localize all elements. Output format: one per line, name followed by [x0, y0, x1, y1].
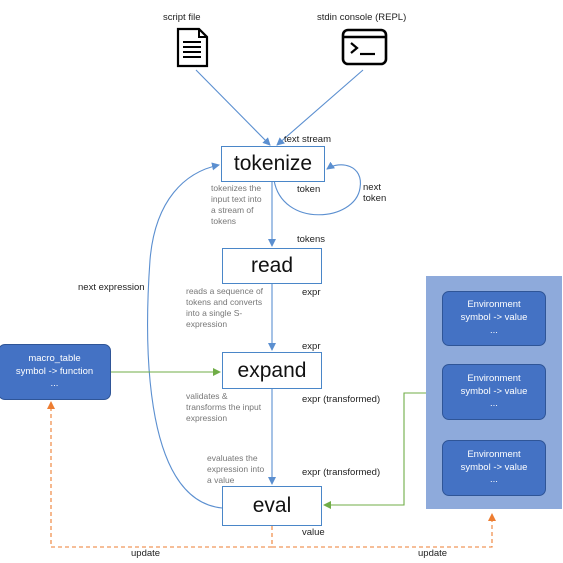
- tokenize-description: tokenizes the input text into a stream o…: [211, 183, 262, 227]
- expr-read-label: expr: [302, 287, 321, 298]
- document-icon: [176, 27, 209, 68]
- environment-box: Environment symbol -> value ...: [442, 291, 546, 346]
- read-stage: read: [222, 248, 322, 284]
- stdin-console-label: stdin console (REPL): [317, 12, 407, 23]
- macro-table-box: macro_table symbol -> function ...: [0, 344, 111, 400]
- next-expression-arrow: [147, 162, 223, 509]
- eval-stage: eval: [222, 486, 322, 526]
- tokenize-stage: tokenize: [221, 146, 325, 182]
- token-label: token: [297, 184, 321, 195]
- eval-description: evaluates the expression into a value: [207, 453, 265, 486]
- expr-transformed-label: expr (transformed): [302, 394, 381, 405]
- update-macro-table-arrow: [47, 401, 273, 548]
- terminal-icon: [341, 28, 388, 66]
- update-label-left: update: [131, 548, 161, 559]
- expand-description: validates & transforms the input express…: [186, 391, 262, 424]
- next-token-label: next token: [363, 182, 387, 205]
- environment-to-eval-arrow: [323, 392, 426, 509]
- read-description: reads a sequence of tokens and converts …: [186, 286, 264, 330]
- expr-transformed-label: expr (transformed): [302, 467, 381, 478]
- expr-expand-label: expr: [302, 341, 321, 352]
- environment-box: Environment symbol -> value ...: [442, 440, 546, 496]
- next-token-loop-arrow: [273, 161, 361, 216]
- update-environment-arrow: [272, 513, 496, 548]
- value-label: value: [302, 527, 325, 538]
- update-label-right: update: [418, 548, 448, 559]
- script-to-tokenize-arrow: [195, 69, 271, 146]
- script-file-label: script file: [163, 12, 201, 23]
- stdin-to-tokenize-arrow: [276, 69, 364, 146]
- tokens-label: tokens: [297, 234, 325, 245]
- environment-box: Environment symbol -> value ...: [442, 364, 546, 420]
- next-expression-label: next expression: [78, 282, 145, 293]
- expand-stage: expand: [222, 352, 322, 389]
- text-stream-label: text stream: [284, 134, 331, 145]
